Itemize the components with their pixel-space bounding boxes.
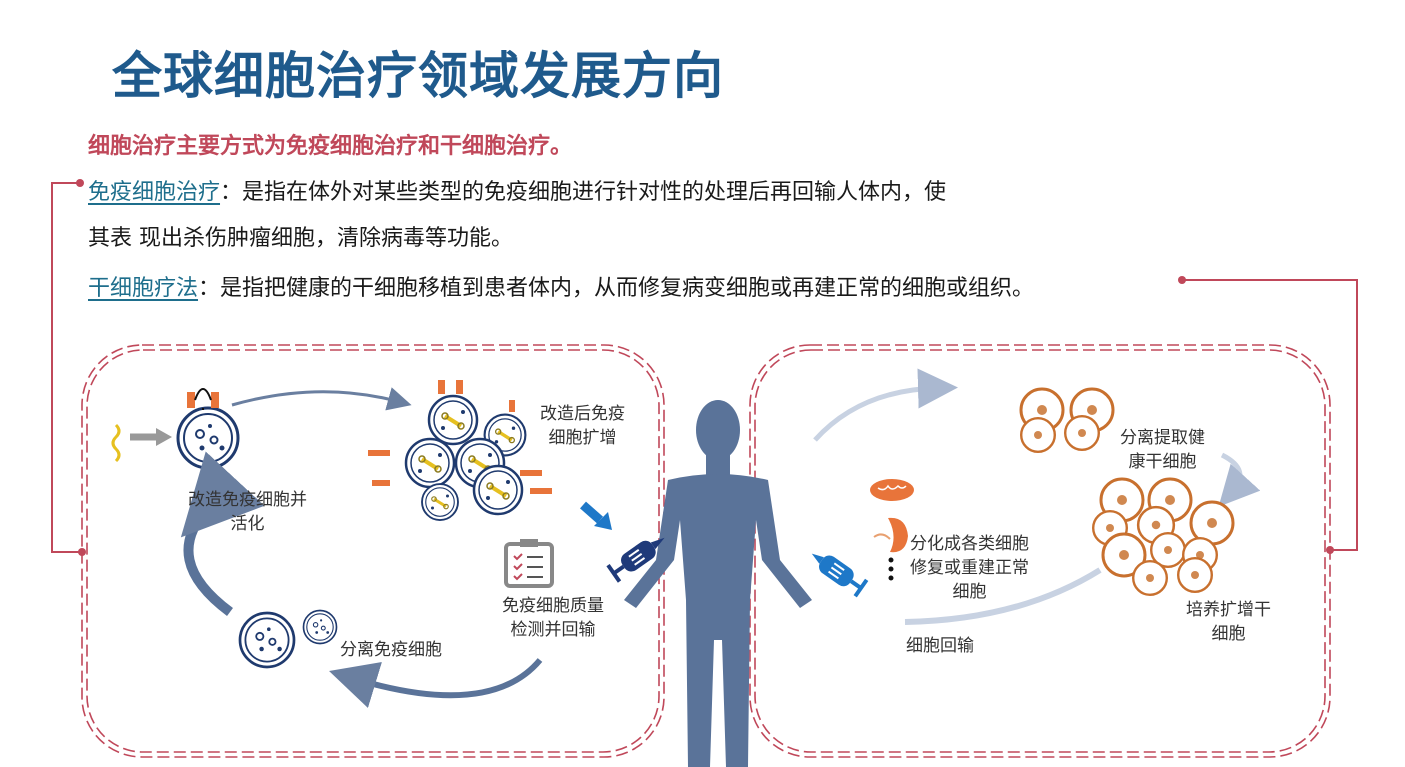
syringe-right-icon <box>811 553 869 598</box>
label-cell-reinfusion: 细胞回输 <box>906 636 974 656</box>
immune-therapy-text: ：是指在体外对某些类型的免疫细胞进行针对性的处理后再回输人体内，使 <box>220 180 947 205</box>
page-subtitle: 细胞治疗主要方式为免疫细胞治疗和干细胞治疗。 <box>88 134 573 159</box>
expanded-immune-cells-cluster <box>368 380 552 522</box>
healthy-stem-cells-top <box>1019 387 1115 453</box>
ellipsis-dots-icon <box>888 557 894 581</box>
syringe-left-icon <box>606 537 665 583</box>
label-modify-activate: 改造免疫细胞并 活化 <box>188 490 307 534</box>
immune-therapy-term: 免疫细胞治疗 <box>88 180 221 205</box>
left-bracket-connector <box>51 182 82 553</box>
label-differentiate-repair: 分化成各类细胞 修复或重建正常 细胞 <box>910 534 1029 602</box>
label-expand-modified-cells: 改造后免疫 细胞扩增 <box>540 404 625 448</box>
page-title: 全球细胞治疗领域发展方向 <box>112 47 724 105</box>
dna-strand-icon <box>111 423 121 463</box>
stem-cell-term: 干细胞疗法 <box>88 276 199 301</box>
isolated-immune-cell-large <box>238 611 296 669</box>
right-bracket-connector <box>1182 279 1358 551</box>
blue-down-arrow-icon <box>580 501 612 530</box>
kidney-icon <box>873 517 908 553</box>
immune-therapy-definition-line2: 其表 现出杀伤肿瘤细胞，清除病毒等功能。 <box>88 226 513 251</box>
label-isolate-immune-cells: 分离免疫细胞 <box>340 640 442 660</box>
brain-icon <box>870 479 914 501</box>
label-isolate-stem-cells: 分离提取健 康干细胞 <box>1120 428 1205 472</box>
stem-cell-text: ：是指把健康的干细胞移植到患者体内，从而修复病变细胞或再建正常的细胞或组织。 <box>198 276 1035 301</box>
isolated-immune-cell-small <box>302 609 338 645</box>
human-body-silhouette <box>624 400 812 767</box>
stem-cell-definition: 干细胞疗法：是指把健康的干细胞移植到患者体内，从而修复病变细胞或再建正常的细胞或… <box>88 270 1034 302</box>
quality-check-clipboard-icon <box>504 539 554 588</box>
label-quality-check-reinfuse: 免疫细胞质量 检测并回输 <box>502 596 604 640</box>
cultured-stem-cells-cluster <box>1091 477 1235 596</box>
label-culture-expand-stem-cells: 培养扩增干 细胞 <box>1186 600 1271 644</box>
immune-therapy-definition-line1: 免疫细胞治疗：是指在体外对某些类型的免疫细胞进行针对性的处理后再回输人体内，使 <box>88 174 946 206</box>
